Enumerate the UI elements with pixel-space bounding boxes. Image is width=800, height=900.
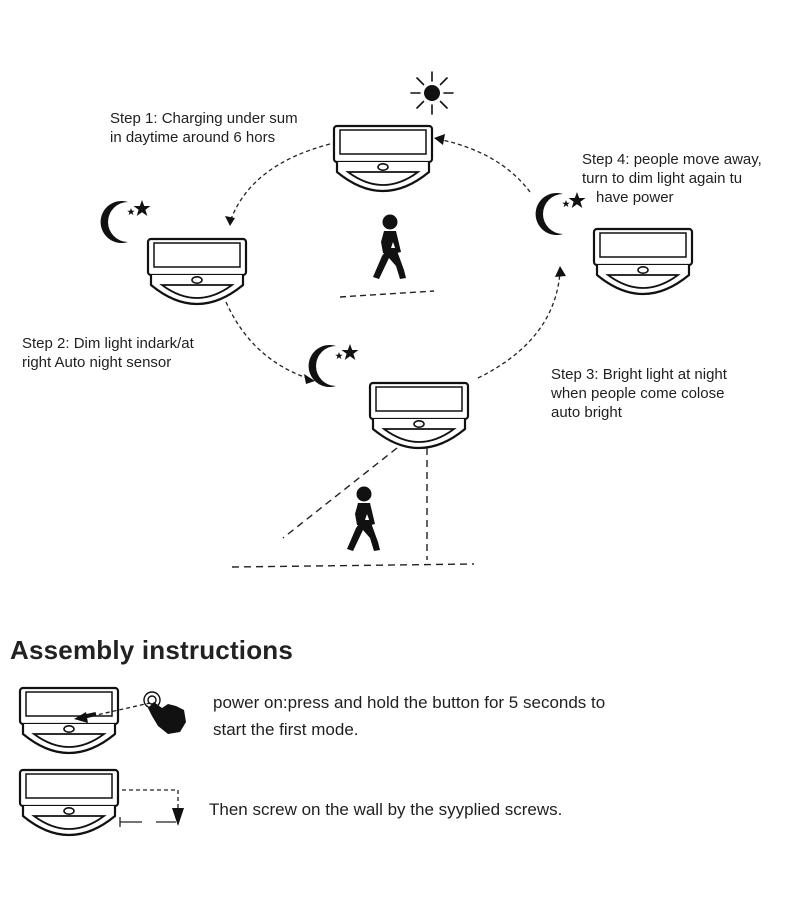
solar-lamp-left [146,237,248,306]
solar-lamp-right [592,227,694,296]
assembly-heading: Assembly instructions [10,635,294,665]
power-button-arrow [74,702,151,723]
solar-lamp-bottom [368,381,470,450]
assembly-instruction-power: power on:press and hold the button for 5… [213,693,606,739]
step-3-caption: Step 3: Bright light at night when peopl… [551,366,727,421]
step-1-caption: Step 1: Charging under sum in daytime ar… [110,110,298,146]
assembly-lamp-mount [18,768,120,837]
step-2-caption: Step 2: Dim light indark/at right Auto n… [22,335,194,371]
cycle-arrow-step2-to-step3 [225,301,311,380]
cycle-arrow-step4-to-step1 [437,138,531,193]
walking-person-icon [373,214,406,279]
pointing-hand-icon [143,691,186,734]
assembly-instruction-mount: Then screw on the wall by the syyplied s… [209,800,563,819]
moon-star-icon [535,192,586,235]
step-4-caption: Step 4: people move away, turn to dim li… [582,151,762,206]
solar-lamp-top [332,124,434,193]
moon-star-icon [308,344,359,387]
screw-arrow-icon [119,789,184,827]
walking-person-icon [347,486,380,551]
sun-icon [410,71,454,115]
cycle-arrow-step3-to-step4 [477,271,561,379]
assembly-lamp-power [18,686,120,755]
cycle-arrow-step1-to-step2 [229,143,331,223]
moon-star-icon [100,200,151,243]
